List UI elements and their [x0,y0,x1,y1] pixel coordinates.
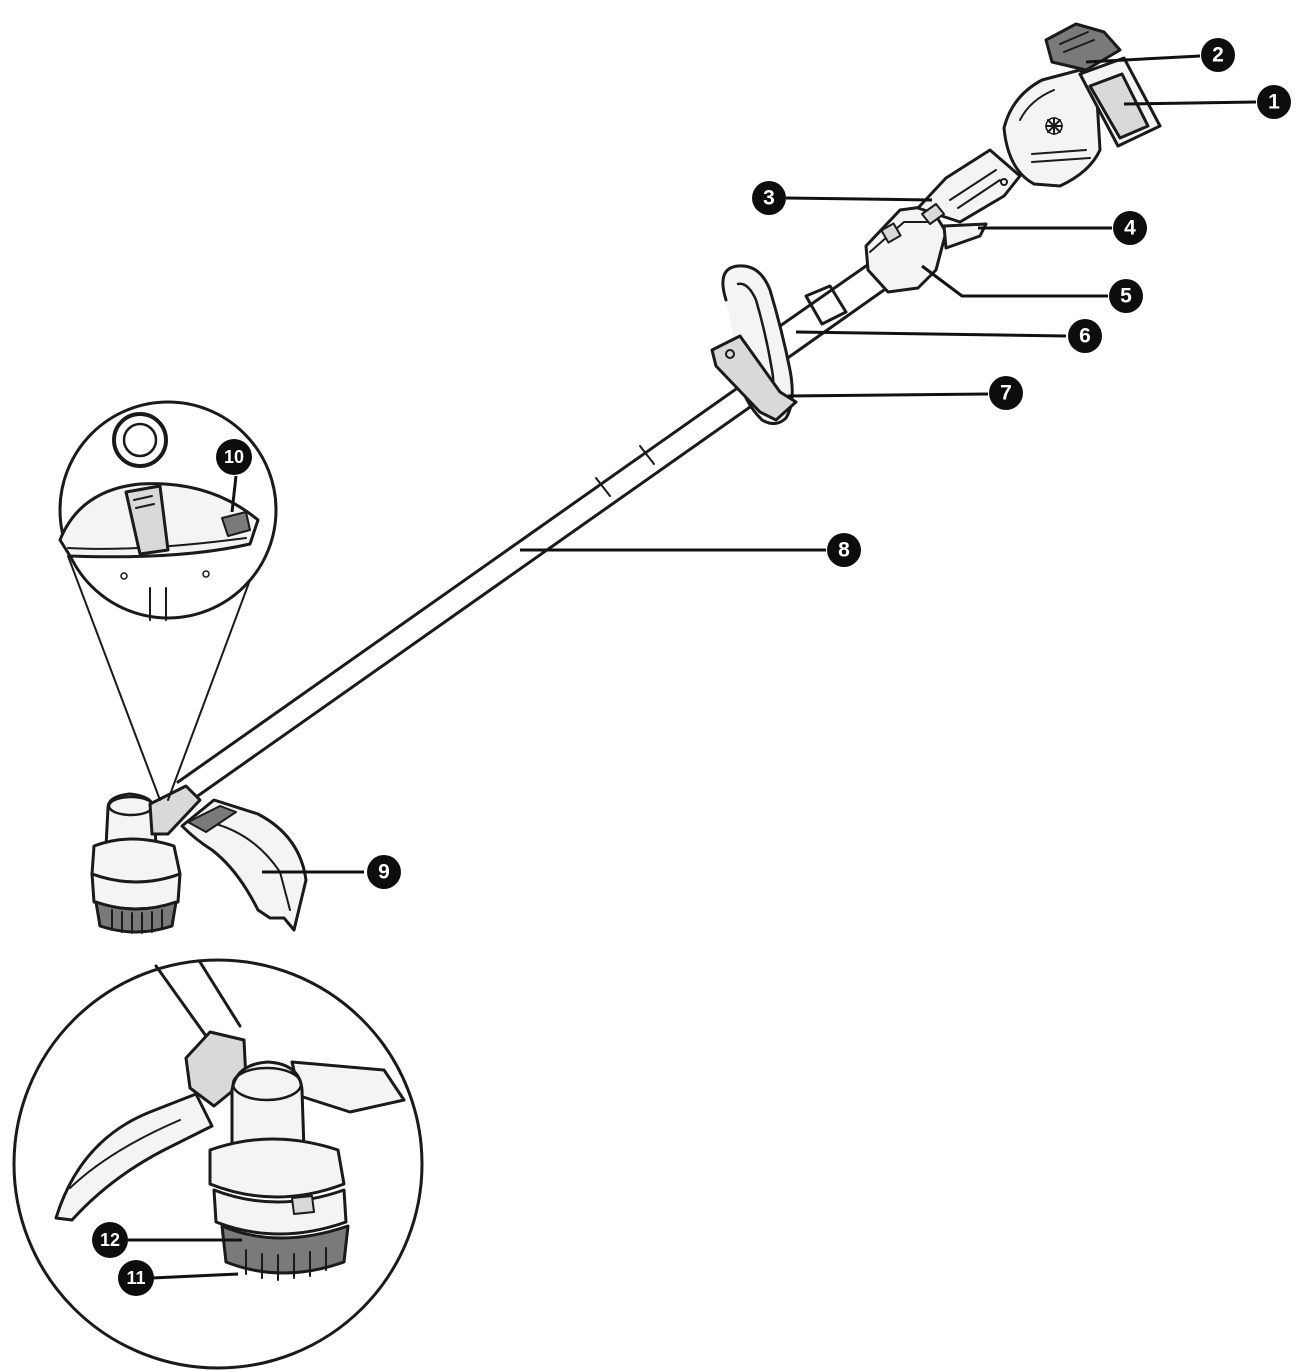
callout-4-label: 4 [1124,217,1136,240]
rear-handle-assembly [864,148,1022,294]
callout-10-label: 10 [224,447,244,467]
callout-3: 3 [752,181,786,215]
callout-8: 8 [827,533,861,567]
top-detail-inset [58,400,278,801]
callout-8-label: 8 [838,539,850,562]
callout-4: 4 [1113,211,1147,245]
callout-5: 5 [1109,279,1143,313]
battery-pack [1002,22,1162,188]
callout-11-label: 11 [126,1268,145,1288]
callout-1-label: 1 [1268,91,1280,114]
callout-12: 12 [92,1222,128,1258]
callout-3-label: 3 [763,187,775,210]
callout-6: 6 [1068,319,1102,353]
callout-9: 9 [367,855,401,889]
callout-1: 1 [1257,85,1291,119]
auxiliary-d-handle [710,264,798,425]
leader-lines [128,54,1257,1280]
callout-7: 7 [989,376,1023,410]
callout-2-label: 2 [1212,44,1224,67]
callout-2: 2 [1201,38,1235,72]
trimmer-head [90,784,308,934]
callout-7-label: 7 [1000,382,1012,405]
callout-6-label: 6 [1079,325,1091,348]
callout-12-label: 12 [100,1230,120,1250]
callout-10: 10 [216,439,252,475]
callout-5-label: 5 [1120,285,1132,308]
bottom-detail-inset [12,958,424,1370]
fan-emblem-icon [1045,117,1063,135]
callout-11: 11 [118,1260,154,1296]
callout-9-label: 9 [378,861,390,884]
